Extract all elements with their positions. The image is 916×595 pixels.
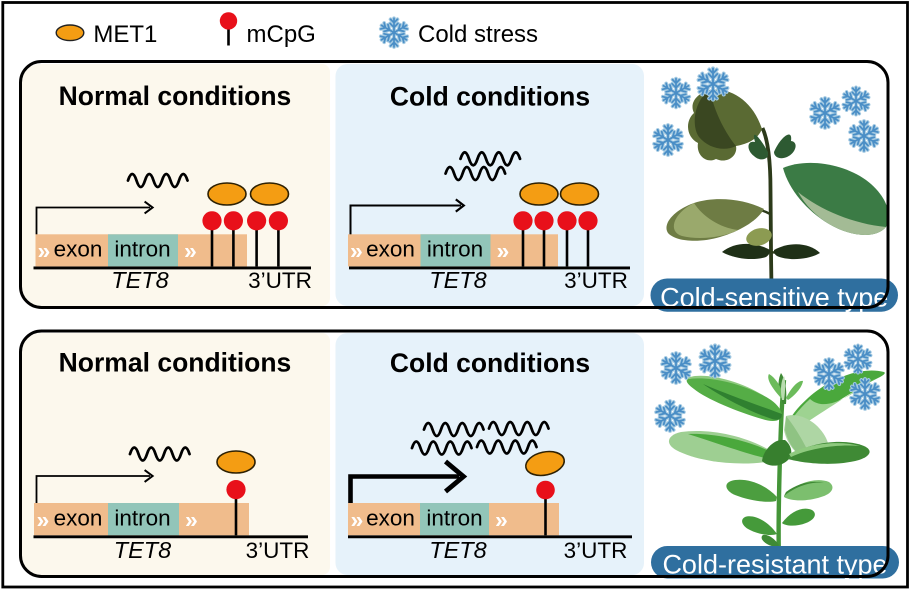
svg-text:3’UTR: 3’UTR	[248, 268, 312, 293]
svg-text:»: »	[37, 507, 50, 533]
svg-text:Cold-resistant type: Cold-resistant type	[662, 550, 887, 580]
svg-text:exon: exon	[54, 237, 103, 262]
svg-text:3’UTR: 3’UTR	[246, 538, 310, 563]
svg-text:TET8: TET8	[429, 267, 486, 293]
svg-text:»: »	[38, 238, 51, 264]
svg-text:Normal conditions: Normal conditions	[59, 81, 292, 111]
svg-text:exon: exon	[54, 506, 103, 531]
svg-text:»: »	[184, 238, 197, 264]
svg-text:TET8: TET8	[114, 537, 171, 563]
svg-text:TET8: TET8	[429, 537, 486, 563]
svg-text:Cold conditions: Cold conditions	[390, 82, 590, 112]
svg-text:Cold stress: Cold stress	[418, 21, 538, 48]
svg-text:mCpG: mCpG	[247, 21, 316, 48]
svg-text:intron: intron	[114, 506, 170, 531]
svg-text:3’UTR: 3’UTR	[564, 538, 628, 563]
svg-text:intron: intron	[427, 237, 483, 262]
svg-text:Cold conditions: Cold conditions	[390, 348, 590, 378]
svg-text:intron: intron	[114, 237, 170, 262]
svg-text:»: »	[495, 507, 508, 533]
svg-text:MET1: MET1	[93, 21, 157, 48]
svg-text:»: »	[351, 507, 364, 533]
svg-text:Normal conditions: Normal conditions	[59, 348, 292, 378]
svg-text:exon: exon	[366, 237, 415, 262]
svg-text:TET8: TET8	[111, 267, 168, 293]
svg-text:3’UTR: 3’UTR	[564, 268, 628, 293]
svg-text:»: »	[185, 507, 198, 533]
svg-text:exon: exon	[366, 506, 415, 531]
svg-text:»: »	[497, 238, 510, 264]
svg-text:»: »	[350, 238, 363, 264]
svg-text:intron: intron	[426, 506, 482, 531]
